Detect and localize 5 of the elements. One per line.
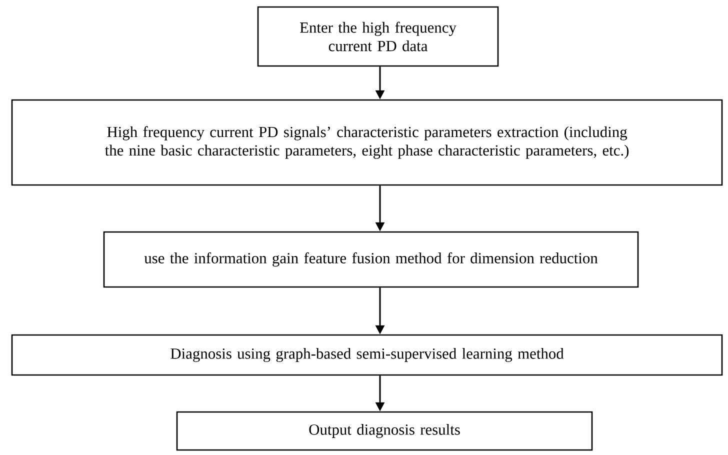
process-box: High frequency current PD signals’ characteristic parameters extraction (including the nine basic characteristic parameters, eight phase characteristic parameters, etc.): [11, 99, 723, 186]
process-box: Enter the high frequency current PD data: [257, 6, 499, 67]
process-box: use the information gain feature fusion method for dimension reduction: [103, 231, 639, 288]
process-box: Diagnosis using graph-based semi-supervised learning method: [11, 334, 723, 376]
process-box: Output diagnosis results: [176, 411, 593, 451]
